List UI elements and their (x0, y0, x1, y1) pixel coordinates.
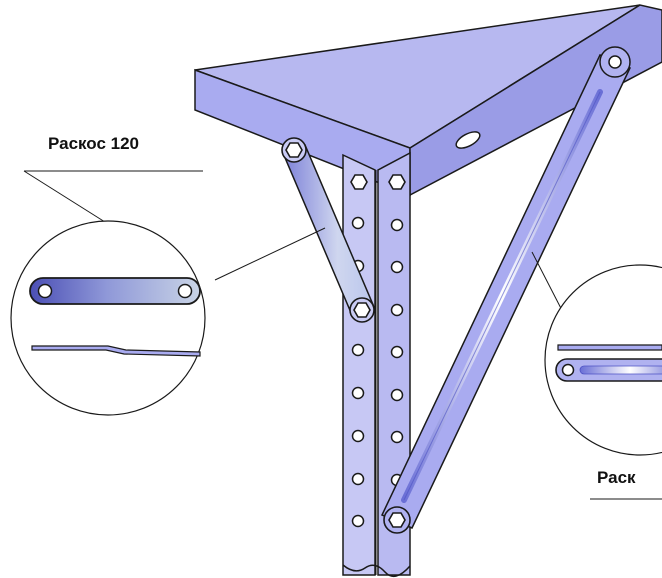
long-brace (380, 46, 632, 529)
hex-bolt-icon (388, 174, 406, 190)
round-hole-icon (390, 430, 404, 444)
hex-bolt-icon (281, 137, 307, 163)
hex-bolt-icon (349, 297, 375, 323)
shelf-mount-hole (455, 131, 481, 149)
round-hole-icon (561, 363, 575, 377)
brace-label-cut-off: Раск (597, 468, 636, 487)
detail-brace-profile (557, 344, 662, 351)
round-hole-icon (351, 472, 365, 486)
round-hole-icon (351, 343, 365, 357)
round-hole-icon (390, 345, 404, 359)
callout-leader (23, 170, 106, 223)
round-hole-icon (351, 216, 365, 230)
round-hole-icon (351, 514, 365, 528)
post-holes (351, 216, 404, 528)
round-hole-icon (37, 283, 53, 299)
callout-leader (214, 227, 326, 281)
round-hole-icon (177, 283, 193, 299)
round-hole-icon (608, 55, 622, 69)
round-hole-icon (390, 303, 404, 317)
post-broken-end (342, 564, 411, 578)
hex-bolt-icon (383, 506, 411, 534)
detail-brace-profile (31, 345, 201, 357)
hex-bolts (281, 137, 411, 534)
brace-120-label: Раскос 120 (48, 134, 140, 153)
round-hole-icon (351, 386, 365, 400)
round-hole-icon (390, 218, 404, 232)
round-hole-icon (351, 429, 365, 443)
round-hole-icon (390, 388, 404, 402)
post-right-flange (377, 151, 411, 576)
detail-callout-left (10, 170, 326, 416)
detail-brace-plan (29, 277, 201, 305)
hex-bolt-icon (350, 174, 368, 190)
detail-circle (10, 220, 206, 416)
detail-callout-right (531, 251, 662, 500)
upright-post (342, 151, 411, 578)
round-hole-icon (390, 260, 404, 274)
